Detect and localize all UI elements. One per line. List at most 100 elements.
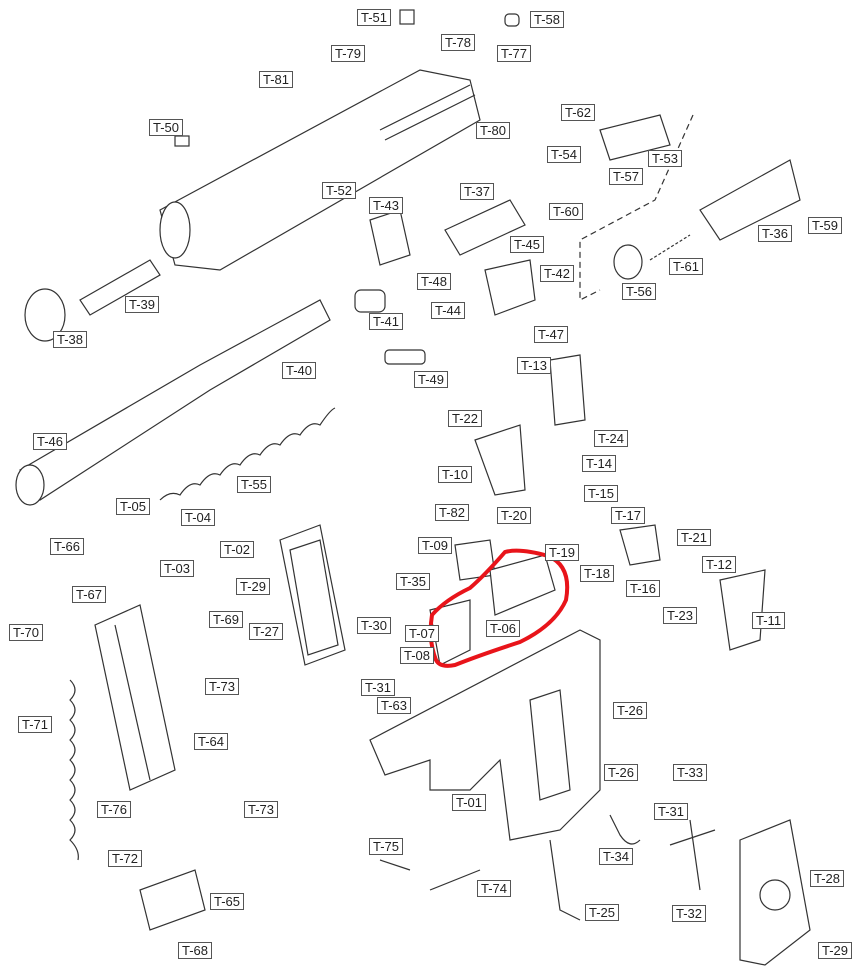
part-label-t-73: T-73 bbox=[205, 678, 240, 695]
part-label-t-41: T-41 bbox=[369, 313, 404, 330]
hammer-housing bbox=[354, 199, 536, 316]
part-label-t-67: T-67 bbox=[72, 586, 107, 603]
fire-control-parts bbox=[429, 354, 766, 666]
part-label-t-25: T-25 bbox=[585, 904, 620, 921]
part-label-t-32: T-32 bbox=[672, 905, 707, 922]
part-label-t-54: T-54 bbox=[547, 146, 582, 163]
part-label-t-35: T-35 bbox=[396, 573, 431, 590]
part-label-t-22: T-22 bbox=[448, 410, 483, 427]
part-label-t-33: T-33 bbox=[673, 764, 708, 781]
part-label-t-72: T-72 bbox=[108, 850, 143, 867]
part-label-t-79: T-79 bbox=[331, 45, 366, 62]
part-label-t-47: T-47 bbox=[534, 326, 569, 343]
part-label-t-52: T-52 bbox=[322, 182, 357, 199]
part-label-t-39: T-39 bbox=[125, 296, 160, 313]
part-label-t-15: T-15 bbox=[584, 485, 619, 502]
part-label-t-07: T-07 bbox=[405, 625, 440, 642]
slide bbox=[159, 69, 481, 271]
part-label-t-61: T-61 bbox=[669, 258, 704, 275]
part-label-t-10: T-10 bbox=[438, 466, 473, 483]
part-label-t-05: T-05 bbox=[116, 498, 151, 515]
part-label-t-78: T-78 bbox=[441, 34, 476, 51]
part-label-t-27: T-27 bbox=[249, 623, 284, 640]
part-label-t-34: T-34 bbox=[599, 848, 634, 865]
part-label-t-69: T-69 bbox=[209, 611, 244, 628]
part-label-t-70: T-70 bbox=[9, 624, 44, 641]
part-label-t-58: T-58 bbox=[530, 11, 565, 28]
part-label-t-77: T-77 bbox=[497, 45, 532, 62]
part-label-t-74: T-74 bbox=[477, 880, 512, 897]
part-label-t-44: T-44 bbox=[431, 302, 466, 319]
part-label-t-23: T-23 bbox=[663, 607, 698, 624]
part-label-t-26: T-26 bbox=[604, 764, 639, 781]
part-label-t-60: T-60 bbox=[549, 203, 584, 220]
part-label-t-48: T-48 bbox=[417, 273, 452, 290]
part-label-t-45: T-45 bbox=[510, 236, 545, 253]
part-label-t-36: T-36 bbox=[758, 225, 793, 242]
part-label-t-21: T-21 bbox=[677, 529, 712, 546]
part-label-t-73: T-73 bbox=[244, 801, 279, 818]
part-label-t-01: T-01 bbox=[452, 794, 487, 811]
part-label-t-14: T-14 bbox=[582, 455, 617, 472]
part-label-t-53: T-53 bbox=[648, 150, 683, 167]
part-label-t-06: T-06 bbox=[486, 620, 521, 637]
part-label-t-42: T-42 bbox=[540, 265, 575, 282]
part-label-t-18: T-18 bbox=[580, 565, 615, 582]
frame bbox=[369, 629, 601, 841]
part-label-t-57: T-57 bbox=[609, 168, 644, 185]
part-label-t-56: T-56 bbox=[622, 283, 657, 300]
part-label-t-09: T-09 bbox=[418, 537, 453, 554]
part-label-t-08: T-08 bbox=[400, 647, 435, 664]
part-label-t-51: T-51 bbox=[357, 9, 392, 26]
part-label-t-26: T-26 bbox=[613, 702, 648, 719]
part-label-t-11: T-11 bbox=[752, 612, 786, 629]
part-label-t-71: T-71 bbox=[18, 716, 53, 733]
guide-rod bbox=[24, 259, 161, 342]
part-label-t-29: T-29 bbox=[236, 578, 271, 595]
part-label-t-82: T-82 bbox=[435, 504, 470, 521]
part-label-t-04: T-04 bbox=[181, 509, 216, 526]
part-label-t-43: T-43 bbox=[369, 197, 404, 214]
part-label-t-55: T-55 bbox=[237, 476, 272, 493]
part-label-t-75: T-75 bbox=[369, 838, 404, 855]
part-label-t-38: T-38 bbox=[53, 331, 88, 348]
grip-panel-left bbox=[279, 524, 346, 666]
small-pins-screws bbox=[174, 9, 716, 921]
part-label-t-63: T-63 bbox=[377, 697, 412, 714]
magazine bbox=[69, 604, 206, 931]
part-label-t-46: T-46 bbox=[33, 433, 68, 450]
part-label-t-66: T-66 bbox=[50, 538, 85, 555]
part-label-t-68: T-68 bbox=[178, 942, 213, 959]
part-label-t-65: T-65 bbox=[210, 893, 245, 910]
part-label-t-59: T-59 bbox=[808, 217, 843, 234]
part-label-t-76: T-76 bbox=[97, 801, 132, 818]
part-label-t-37: T-37 bbox=[460, 183, 495, 200]
part-label-t-31: T-31 bbox=[361, 679, 396, 696]
recoil-spring bbox=[159, 407, 336, 501]
part-label-t-40: T-40 bbox=[282, 362, 317, 379]
part-label-t-16: T-16 bbox=[626, 580, 661, 597]
highlight-outline bbox=[428, 548, 570, 668]
part-label-t-49: T-49 bbox=[414, 371, 449, 388]
part-label-t-80: T-80 bbox=[476, 122, 511, 139]
part-label-t-30: T-30 bbox=[357, 617, 392, 634]
part-label-t-81: T-81 bbox=[259, 71, 294, 88]
part-label-t-13: T-13 bbox=[517, 357, 552, 374]
part-label-t-12: T-12 bbox=[702, 556, 737, 573]
grip-panel-right bbox=[739, 819, 811, 966]
part-label-t-19: T-19 bbox=[545, 544, 580, 561]
barrel bbox=[15, 299, 331, 506]
part-label-t-64: T-64 bbox=[194, 733, 229, 750]
nozzle-assembly bbox=[579, 114, 801, 301]
part-label-t-28: T-28 bbox=[810, 870, 845, 887]
part-label-t-17: T-17 bbox=[611, 507, 646, 524]
part-label-t-29: T-29 bbox=[818, 942, 853, 959]
part-label-t-24: T-24 bbox=[594, 430, 629, 447]
part-label-t-31: T-31 bbox=[654, 803, 689, 820]
part-label-t-20: T-20 bbox=[497, 507, 532, 524]
part-label-t-50: T-50 bbox=[149, 119, 184, 136]
part-label-t-62: T-62 bbox=[561, 104, 596, 121]
part-label-t-03: T-03 bbox=[160, 560, 195, 577]
